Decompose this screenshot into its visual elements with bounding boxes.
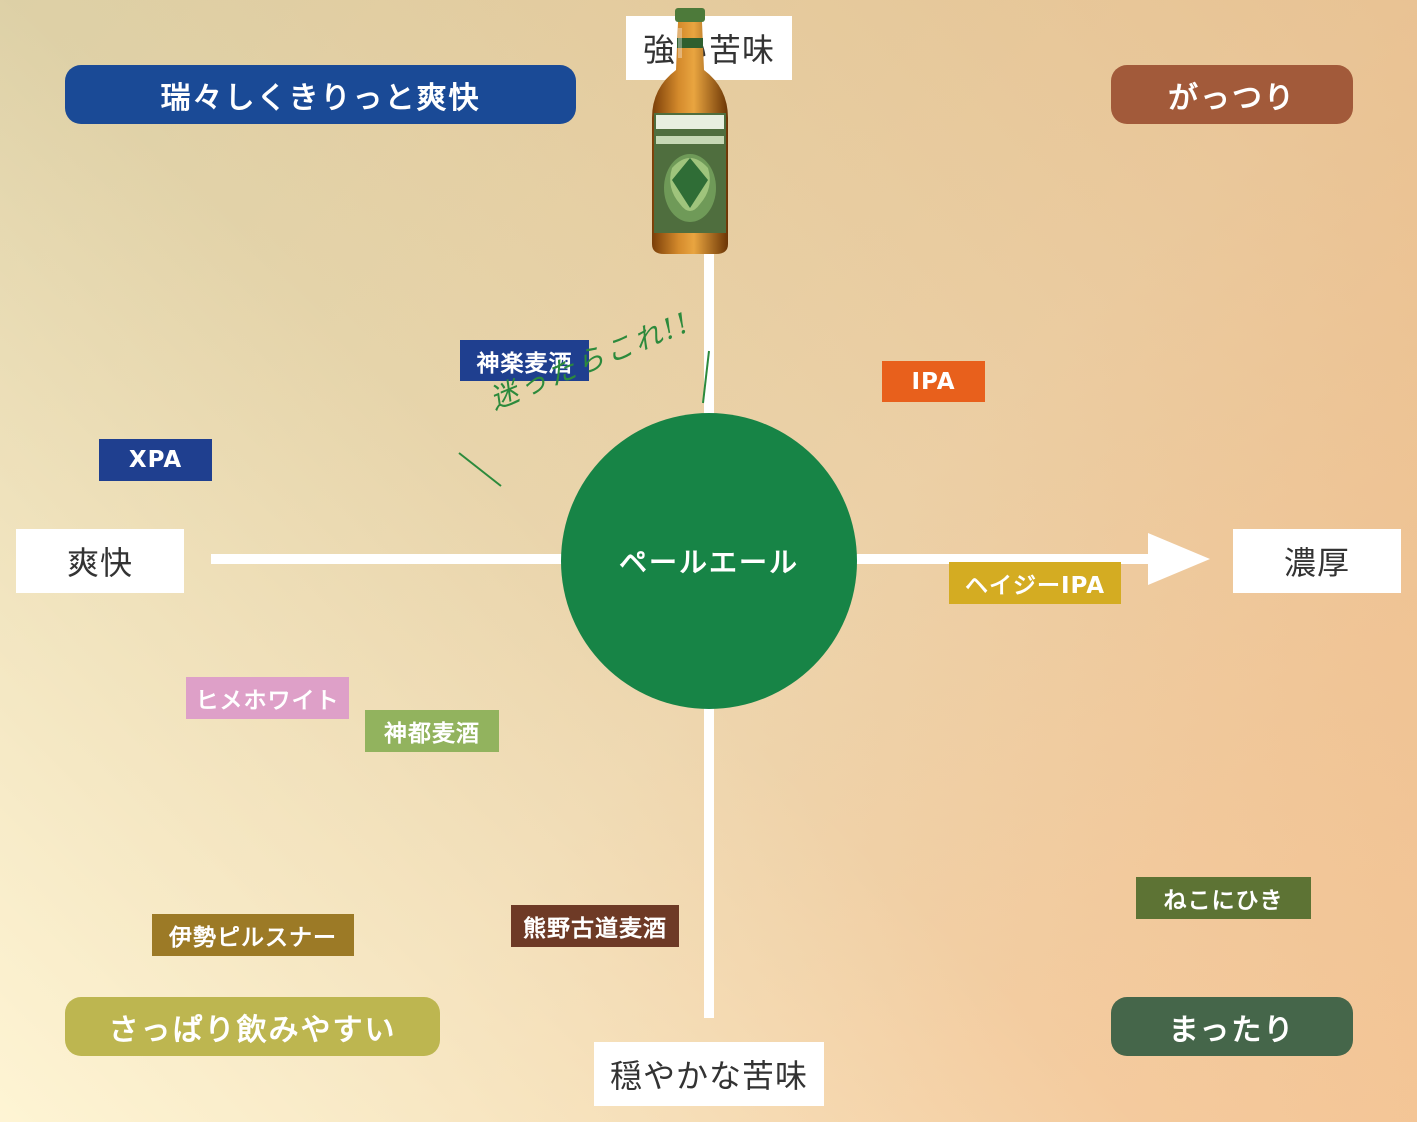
- beer-xpa: XPA: [99, 439, 212, 481]
- axis-label-bottom: 穏やかな苦味: [594, 1042, 824, 1106]
- beer-ise-pilsner: 伊勢ピルスナー: [152, 914, 354, 956]
- axis-label-left: 爽快: [16, 529, 184, 593]
- note-emphasis-marks: [458, 350, 710, 487]
- arrow-right-icon: [1148, 533, 1210, 585]
- beer-bottle-icon: [652, 8, 728, 254]
- axis-label-top: 強い苦味: [626, 16, 792, 80]
- beer-hime-white: ヒメホワイト: [186, 677, 349, 719]
- category-bottom-right: まったり: [1111, 997, 1353, 1056]
- axis-label-right: 濃厚: [1233, 529, 1401, 593]
- center-circle-pale-ale: ペールエール: [561, 413, 857, 709]
- beer-kumano-kodo: 熊野古道麦酒: [511, 905, 679, 947]
- category-top-left: 瑞々しくきりっと爽快: [65, 65, 576, 124]
- beer-kagura: 神楽麦酒: [460, 340, 589, 381]
- beer-ipa: IPA: [882, 361, 985, 402]
- beer-hazy-ipa: ヘイジーIPA: [949, 562, 1121, 604]
- beer-shinto: 神都麦酒: [365, 710, 499, 752]
- category-top-right: がっつり: [1111, 65, 1353, 124]
- category-bottom-left: さっぱり飲みやすい: [65, 997, 440, 1056]
- beer-nekonihiki: ねこにひき: [1136, 877, 1311, 919]
